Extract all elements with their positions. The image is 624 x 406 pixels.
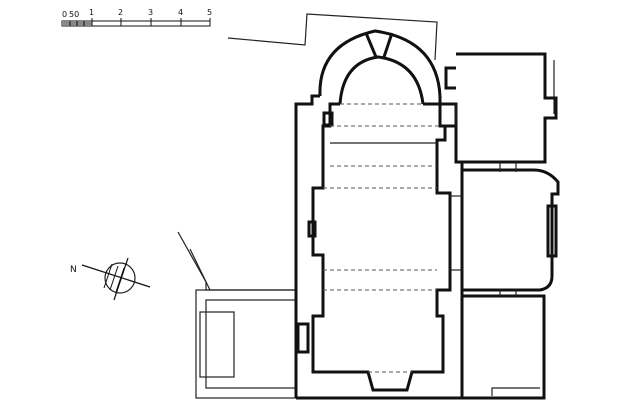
church-walls: [294, 29, 464, 400]
north-arrow: N: [70, 257, 151, 301]
scale-label-4: 4: [178, 8, 183, 17]
scale-label-2: 2: [118, 8, 123, 17]
north-label: N: [70, 265, 77, 275]
scale-bar: 0 50 1 2 3 4 5: [61, 8, 212, 27]
scale-label-1: 1: [89, 8, 94, 17]
scale-label-3: 3: [148, 8, 153, 17]
lower-right-room: [462, 294, 546, 400]
scale-label-50: 50: [69, 10, 79, 19]
west-wall-details: [296, 111, 334, 354]
vault-lines: [323, 103, 517, 373]
scale-label-0: 0: [62, 10, 67, 19]
middle-right-room: [460, 168, 560, 292]
exterior-boundary-lines: [177, 13, 555, 399]
scale-label-5: 5: [207, 8, 212, 17]
upper-right-chapel: [444, 52, 558, 164]
